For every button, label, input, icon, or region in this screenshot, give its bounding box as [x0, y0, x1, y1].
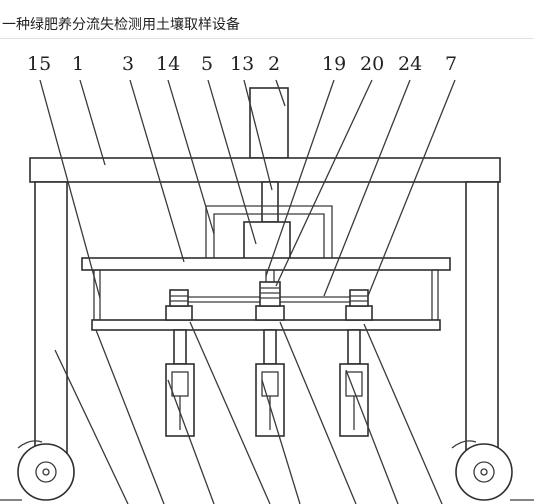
center-sampler — [255, 329, 285, 437]
right-leg — [465, 181, 499, 458]
right-sampler — [339, 329, 369, 437]
lower-plate — [91, 319, 441, 331]
label-7: 7 — [445, 53, 457, 75]
label-14: 14 — [156, 53, 180, 75]
motor-housing — [205, 205, 333, 261]
figure-title: 一种绿肥养分流失检测用土壤取样设备 — [2, 17, 240, 33]
label-13: 13 — [230, 53, 254, 75]
right-post — [431, 269, 439, 321]
left-wheel — [17, 440, 75, 501]
title-divider — [0, 38, 534, 39]
label-24: 24 — [398, 53, 422, 75]
label-1: 1 — [72, 53, 84, 75]
top-column — [249, 87, 289, 159]
upper-plate — [81, 257, 451, 271]
label-3: 3 — [122, 53, 134, 75]
label-2: 2 — [268, 53, 280, 75]
label-15: 15 — [27, 53, 51, 75]
leader-lines — [39, 79, 456, 504]
left-pulley — [165, 289, 193, 321]
label-5: 5 — [201, 53, 213, 75]
right-wheel — [451, 440, 513, 501]
left-leg — [34, 181, 68, 458]
left-sampler — [165, 329, 195, 437]
right-pulley — [345, 289, 373, 321]
label-20: 20 — [360, 53, 384, 75]
central-shaft — [261, 181, 279, 223]
label-19: 19 — [322, 53, 346, 75]
